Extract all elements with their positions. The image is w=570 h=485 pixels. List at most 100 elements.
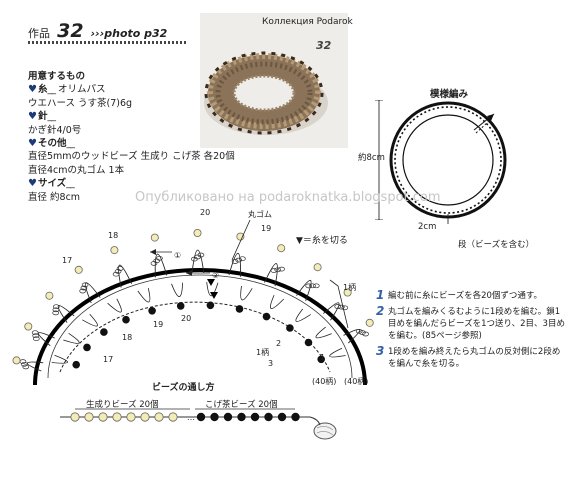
step-text: 編む前に糸にビーズを各20個ずつ通す。: [388, 291, 543, 301]
start-number: 3: [268, 359, 273, 368]
dark-bead: [196, 412, 206, 422]
chain-stitch: [31, 330, 39, 336]
scallop-loop: [296, 279, 312, 302]
start-number: 2: [276, 339, 281, 348]
scallop-loop: [228, 253, 241, 277]
heart-icon: ♥: [28, 84, 37, 96]
chain-stitch: [156, 255, 163, 261]
dark-bead: [235, 305, 244, 313]
yarn-brand: オリムパス: [58, 84, 106, 96]
dark-bead: [277, 412, 287, 422]
inner-loop: [295, 308, 311, 322]
light-bead: [84, 412, 94, 422]
chain-stitch: [231, 259, 239, 264]
chain-stitch: [305, 283, 313, 289]
repeat-count: (40柄): [344, 376, 368, 385]
light-bead: [154, 412, 164, 422]
yarn-heading: 糸: [37, 84, 48, 96]
yarn-ball-icon: [313, 422, 337, 440]
light-bead-label: 生成りビーズ 20個: [86, 400, 159, 410]
inner-loop: [51, 354, 68, 364]
light-bead: [193, 228, 202, 237]
yarn-detail: ウエハース うす茶(7)6g: [28, 97, 133, 109]
inner-loop: [82, 313, 98, 327]
dark-bead: [286, 324, 294, 332]
inner-loop: [63, 332, 80, 344]
light-bead: [112, 412, 122, 422]
height-dimension-line: [375, 100, 383, 220]
yarn-row: ♥糸__ オリムパス: [28, 84, 106, 96]
scallop-loop: [118, 264, 133, 288]
step-number: 1: [376, 288, 385, 302]
bead-threading-title: ビーズの通し方: [152, 383, 215, 393]
dark-bead: [83, 343, 91, 352]
needle-row: ♥針__: [28, 111, 56, 123]
chain-stitch: [112, 271, 120, 277]
row-1-mark: ①: [174, 251, 181, 260]
chain-stitch: [362, 331, 369, 337]
dark-bead: [176, 302, 185, 310]
chain-stitch: [20, 361, 28, 367]
ring-diagram: [389, 101, 507, 224]
photo-reference: ›››photo p32: [90, 27, 168, 40]
light-bead: [110, 246, 119, 255]
light-bead-markers: [12, 228, 374, 365]
chain-stitch: [79, 288, 87, 294]
rubber-band-label: 丸ゴム: [248, 209, 272, 219]
chain-stitch: [274, 267, 282, 273]
light-bead: [236, 232, 245, 241]
header-dotted-rule: [28, 41, 188, 44]
bead-threading-diagram: …: [60, 408, 337, 440]
cut-yarn-marker: [210, 292, 218, 299]
inner-number: 18: [122, 333, 132, 342]
chain-stitch: [80, 285, 88, 291]
light-bead: [277, 244, 286, 253]
scallop-loop: [191, 249, 205, 274]
inner-loop: [315, 326, 332, 339]
light-bead: [45, 291, 54, 300]
light-bead: [70, 412, 80, 422]
dark-bead: [262, 312, 271, 321]
size-detail: 直径 約8cm: [28, 191, 81, 203]
ring-height-label: 約8cm: [358, 153, 385, 163]
chain-stitch: [32, 333, 40, 339]
chain-stitch: [52, 307, 60, 313]
step-number: 3: [376, 344, 385, 358]
repeat-label-inner: 1柄: [256, 347, 269, 357]
chain-stitch: [312, 283, 320, 289]
chain-stitch: [337, 304, 345, 310]
dark-bead: [264, 412, 273, 422]
row-2-mark: ②: [212, 271, 219, 280]
heart-icon: ♥: [28, 111, 37, 123]
product-photo: [200, 13, 348, 148]
other-row: ♥その他__: [28, 138, 75, 150]
scallop-loop: [343, 328, 361, 344]
light-bead: [98, 412, 108, 422]
dark-bead: [250, 412, 260, 422]
cut-yarn-marker: [207, 279, 215, 286]
row-1-loops: [51, 282, 346, 364]
light-bead: [313, 263, 322, 272]
dark-bead: [317, 355, 326, 364]
watermark-text: Опубликовано на podaroknatka.blogspot.co…: [135, 190, 441, 205]
row-1-base: [47, 274, 353, 379]
start-number: 1: [320, 353, 325, 362]
light-bead: [140, 412, 150, 422]
needle-heading: 針: [37, 111, 48, 123]
dark-bead: [223, 412, 233, 422]
light-bead: [126, 412, 136, 422]
ring-diagram-title: 模様編み: [430, 89, 469, 100]
light-bead: [12, 356, 21, 365]
step-text: 丸ゴムを編みくるむように1段めを編む。鎖1目めを編んだらビーズを1つ送り、2目、…: [388, 307, 565, 341]
light-bead: [74, 265, 83, 274]
dark-bead: [210, 412, 219, 422]
chain-stitch: [341, 305, 349, 311]
ellipsis-mark: …: [187, 413, 195, 422]
cut-yarn-legend: ▼＝糸を切る: [296, 236, 348, 246]
arrow-head-icon: [487, 114, 494, 121]
dark-bead: [291, 412, 300, 422]
dark-bead: [206, 301, 215, 310]
chain-stitch: [81, 282, 89, 288]
light-bead: [168, 412, 178, 422]
inner-number: 20: [181, 314, 191, 323]
